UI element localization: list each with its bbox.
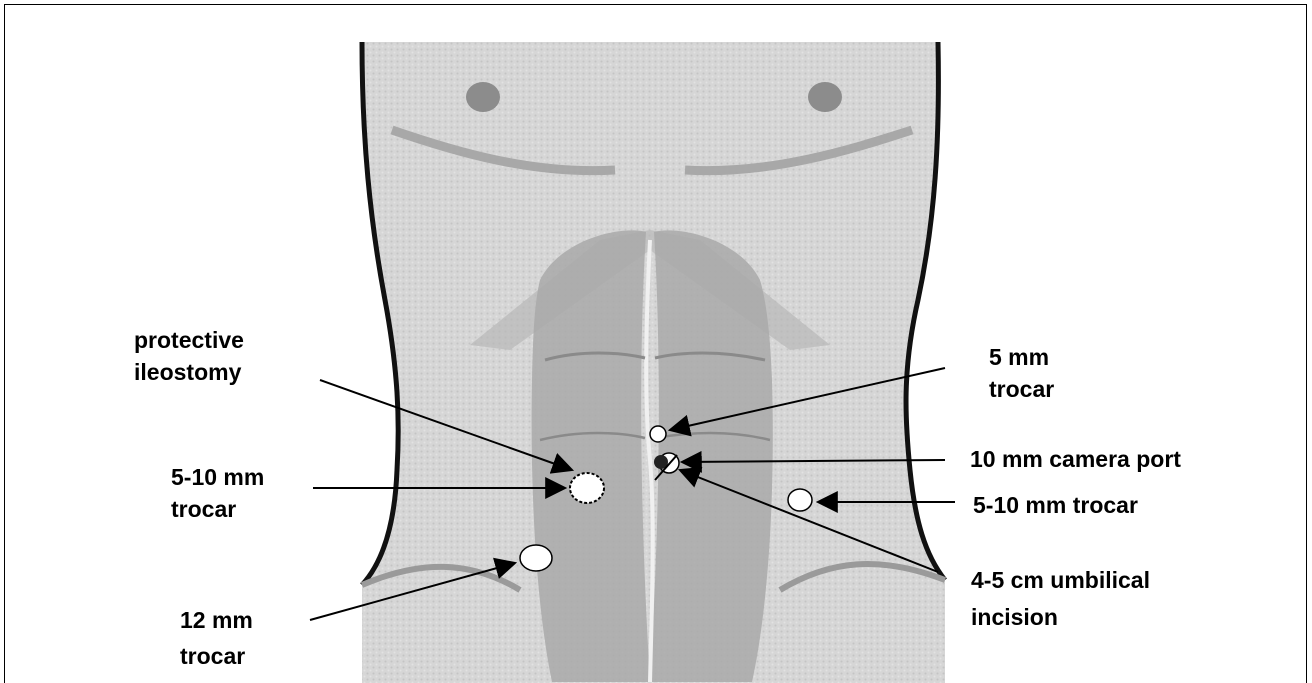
ileostomy-port	[570, 473, 604, 503]
label-camera-port: 10 mm camera port	[970, 446, 1181, 472]
label-protective-ileostomy: protective ileostomy	[134, 327, 250, 385]
label-trocar-12: 12 mm trocar	[180, 607, 259, 669]
rectus-left	[532, 230, 650, 682]
trocar-5mm-port	[650, 426, 666, 442]
right-nipple	[808, 82, 842, 112]
label-trocar-5: 5 mm trocar	[989, 344, 1055, 402]
label-trocar-5-10-right: 5-10 mm trocar	[973, 492, 1138, 518]
label-umbilical-incision: 4-5 cm umbilical incision	[971, 567, 1156, 630]
trocar-12mm-port	[520, 545, 552, 571]
torso	[362, 42, 945, 683]
left-nipple	[466, 82, 500, 112]
label-trocar-5-10-left: 5-10 mm trocar	[171, 464, 271, 522]
trocar-5-10mm-right-port	[788, 489, 812, 511]
